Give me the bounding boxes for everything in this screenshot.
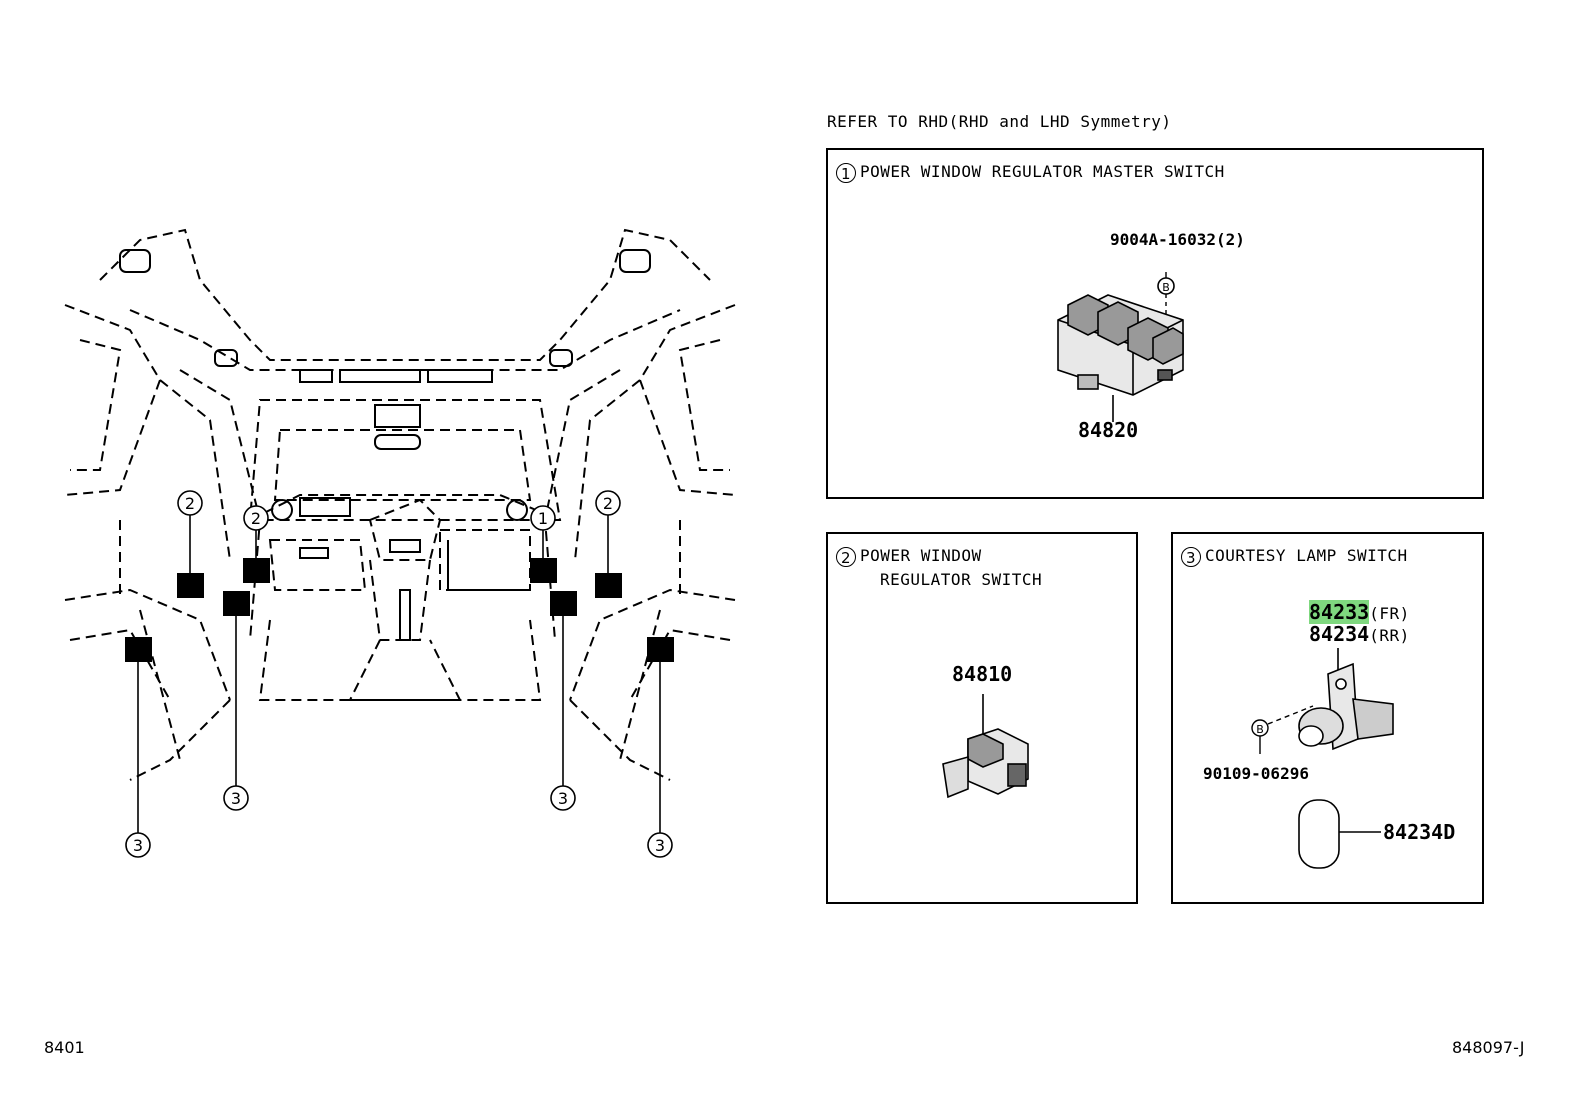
part-fr-suffix: (FR)	[1369, 604, 1410, 623]
bolt-b-letter: B	[1162, 281, 1170, 294]
callout-2-right: 2	[603, 494, 613, 513]
callout-3-right-outer: 3	[655, 836, 665, 855]
marker-switch-2-rear-left	[243, 558, 270, 583]
courtesy-switch-fr-part-number[interactable]: 84233	[1309, 600, 1370, 624]
interior-overview-illustration: 2 2 1 2 3 3 3 3	[64, 228, 736, 858]
leader-lines	[137, 515, 661, 833]
marker-switch-3-left-inner	[223, 591, 250, 616]
master-switch-illustration: B	[1057, 272, 1184, 422]
screw-b-letter: B	[1256, 723, 1264, 736]
footer-left-code: 8401	[44, 1038, 85, 1057]
screw-part-number[interactable]: 90109-06296	[1203, 764, 1309, 783]
panel3-number: 3	[1181, 546, 1201, 567]
callout-2-front-left: 2	[185, 494, 195, 513]
callout-3-right-inner: 3	[558, 789, 568, 808]
panel2-title-line2: REGULATOR SWITCH	[880, 570, 1043, 589]
panel2-number: 2	[836, 546, 856, 567]
cap-illustration	[1298, 799, 1381, 869]
part-rr-row: 84234(RR)	[1309, 622, 1410, 646]
marker-switch-3-left-outer	[125, 637, 152, 662]
marker-switch-2-right	[595, 573, 622, 598]
cap-part-number[interactable]: 84234D	[1383, 820, 1456, 844]
part-rr-suffix: (RR)	[1369, 626, 1410, 645]
switch-location-markers	[125, 558, 674, 662]
marker-switch-3-right-outer	[647, 637, 674, 662]
marker-switch-1-master	[530, 558, 557, 583]
callout-3-left-outer: 3	[133, 836, 143, 855]
panel1-title: POWER WINDOW REGULATOR MASTER SWITCH	[860, 162, 1225, 181]
courtesy-switch-illustration: B	[1251, 648, 1394, 754]
marker-switch-2-front-left	[177, 573, 204, 598]
callout-2-rear-left: 2	[251, 509, 261, 528]
panel1-number: 1	[836, 162, 856, 183]
panel3-title: COURTESY LAMP SWITCH	[1205, 546, 1408, 565]
interior-outline-solid	[119, 249, 651, 641]
bolt-part-number[interactable]: 9004A-16032(2)	[1110, 230, 1245, 249]
marker-switch-3-right-inner	[550, 591, 577, 616]
part-fr-row: 84233(FR)	[1309, 600, 1410, 624]
interior-outline-dashed	[64, 228, 736, 781]
courtesy-switch-rr-part-number[interactable]: 84234	[1309, 622, 1370, 646]
regulator-switch-illustration	[942, 694, 1029, 799]
regulator-switch-part-number[interactable]: 84810	[952, 662, 1013, 686]
callout-3-left-inner: 3	[231, 789, 241, 808]
callout-circles	[125, 490, 673, 858]
panel2-title-line1: POWER WINDOW	[860, 546, 982, 565]
footer-right-code: 848097-J	[1452, 1038, 1525, 1057]
header-note: REFER TO RHD(RHD and LHD Symmetry)	[827, 112, 1172, 131]
master-switch-part-number[interactable]: 84820	[1078, 418, 1139, 442]
callout-1-master: 1	[538, 509, 548, 528]
